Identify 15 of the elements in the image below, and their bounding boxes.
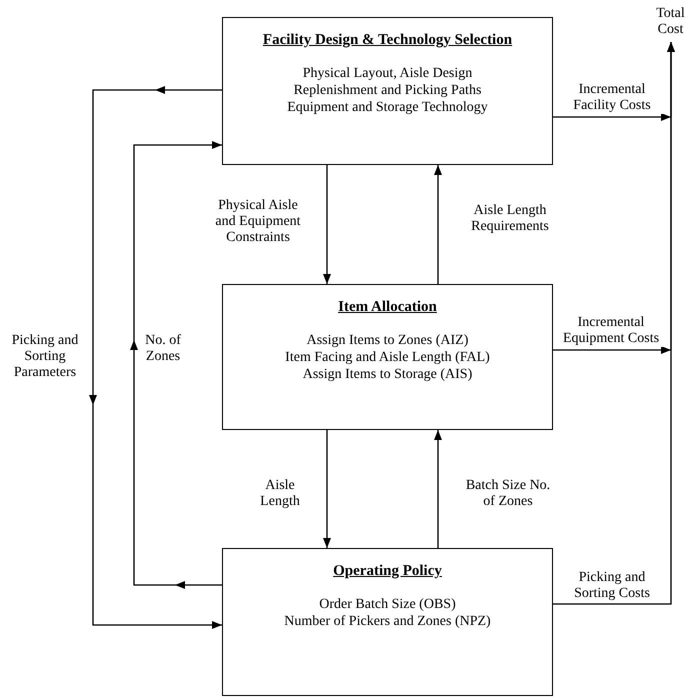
box-heading: Facility Design & Technology Selection	[262, 32, 512, 49]
output-label: Total Cost	[652, 6, 689, 42]
box-text: Item Facing and Aisle Length (FAL)	[285, 349, 490, 366]
box-text: Order Batch Size (OBS)	[319, 596, 456, 613]
box-text: Assign Items to Storage (AIS)	[302, 366, 472, 383]
box-text: Physical Layout, Aisle Design	[302, 65, 472, 82]
box-text: Equipment and Storage Technology	[287, 99, 488, 116]
box-text: Assign Items to Zones (AIZ)	[306, 332, 468, 349]
box-heading: Operating Policy	[333, 563, 442, 580]
process-box	[222, 17, 553, 165]
box-heading: Item Allocation	[338, 299, 437, 316]
box-text: Number of Pickers and Zones (NPZ)	[284, 613, 491, 630]
process-box	[222, 284, 553, 430]
process-box	[222, 548, 553, 696]
box-text: Replenishment and Picking Paths	[294, 82, 482, 99]
